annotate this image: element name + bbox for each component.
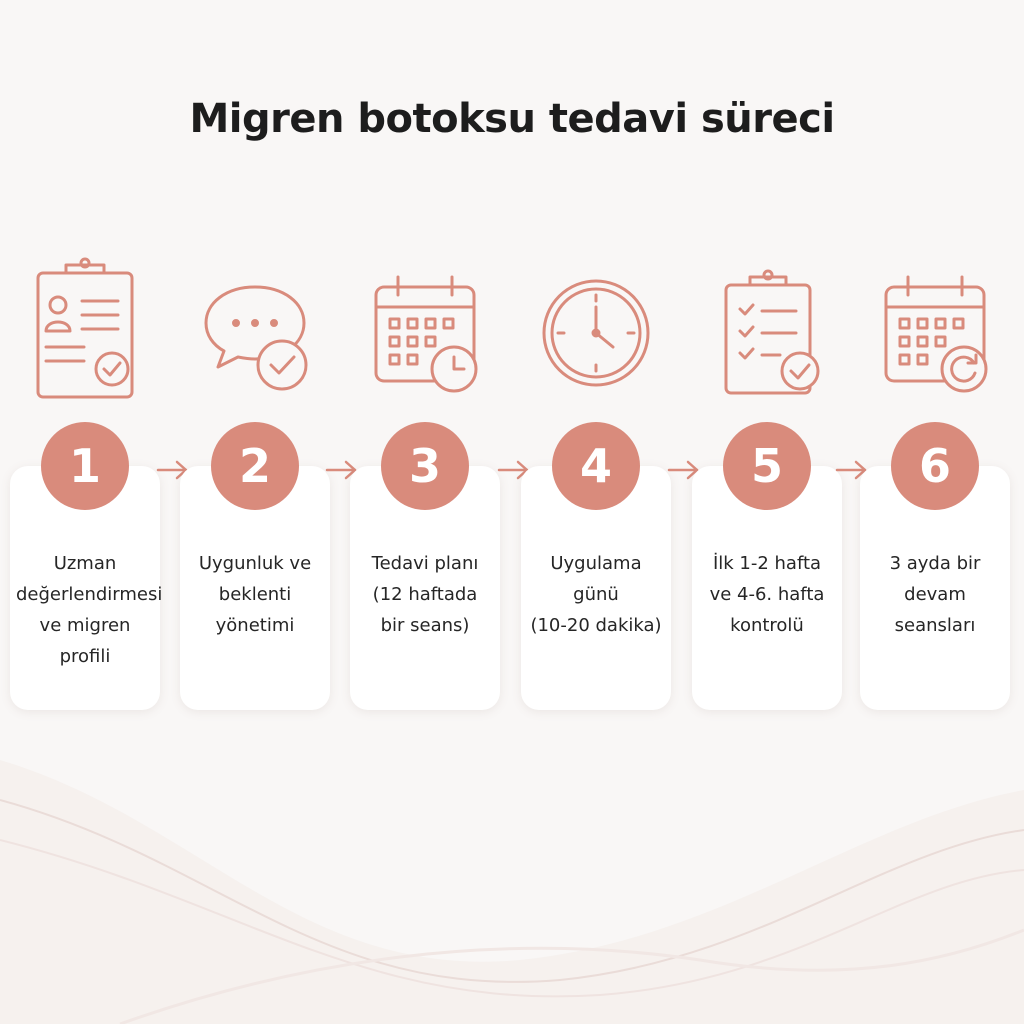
calendar-repeat-icon — [878, 255, 992, 401]
calendar-clock-icon — [368, 255, 482, 401]
clipboard-checklist-check-icon — [710, 255, 824, 401]
step-label: Uygulama günü(10-20 dakika) — [530, 553, 662, 636]
clipboard-profile-check-icon — [28, 255, 142, 401]
step-number-badge: 1 — [41, 422, 129, 510]
step-number-badge: 4 — [552, 422, 640, 510]
step-number-badge: 6 — [891, 422, 979, 510]
page-title: Migren botoksu tedavi süreci — [189, 96, 835, 142]
step-number-badge: 2 — [211, 422, 299, 510]
clock-icon — [539, 255, 653, 401]
step-number-badge: 3 — [381, 422, 469, 510]
step-4: 4 Uygulama günü(10-20 dakika) — [521, 0, 671, 1024]
step-number-badge: 5 — [723, 422, 811, 510]
chat-bubble-check-icon — [198, 255, 312, 401]
